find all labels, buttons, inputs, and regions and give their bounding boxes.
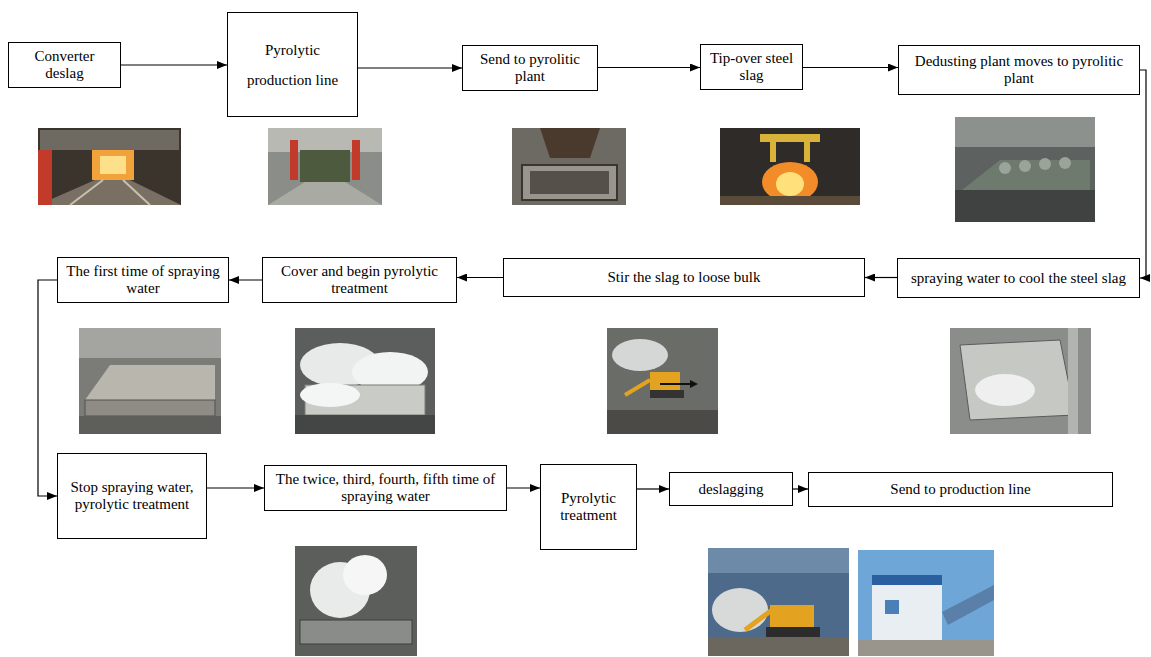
photo <box>708 548 849 656</box>
flow-arrow <box>1140 70 1146 278</box>
photo <box>720 128 860 205</box>
box-label: spraying water to cool the steel slag <box>911 270 1126 287</box>
box-label: Pyrolytic production line <box>232 35 353 95</box>
photo <box>607 328 718 434</box>
box-label: Cover and begin pyrolytic treatment <box>271 263 448 297</box>
photo <box>295 546 417 656</box>
photo <box>512 128 626 205</box>
process-box: Stop spraying water, pyrolytic treatment <box>57 453 207 539</box>
process-box: Dedusting plant moves to pyrolitic plant <box>898 45 1140 95</box>
process-box: The twice, third, fourth, fifth time of … <box>264 465 507 511</box>
box-label: Tip-over steel slag <box>709 50 794 84</box>
process-box: Pyrolytic treatment <box>540 464 637 550</box>
flow-arrow <box>637 488 669 489</box>
photo <box>955 117 1095 222</box>
flow-arrow <box>121 64 227 65</box>
process-box: Cover and begin pyrolytic treatment <box>262 257 457 303</box>
photo <box>268 128 382 205</box>
photo <box>858 550 994 656</box>
box-label: Pyrolytic treatment <box>549 490 628 524</box>
box-label: Dedusting plant moves to pyrolitic plant <box>907 53 1131 87</box>
flow-arrow <box>598 67 700 68</box>
box-label: Send to pyrolitic plant <box>471 51 589 85</box>
process-box: Stir the slag to loose bulk <box>503 258 865 297</box>
box-label: Converter deslag <box>17 48 112 82</box>
process-box: The first time of spraying water <box>57 257 229 303</box>
process-box: deslagging <box>669 472 793 506</box>
process-box: Send to production line <box>808 472 1113 507</box>
process-box: Send to pyrolitic plant <box>462 45 598 91</box>
process-box: Converter deslag <box>8 42 121 88</box>
box-label: deslagging <box>699 481 764 498</box>
process-box: spraying water to cool the steel slag <box>897 258 1140 298</box>
photo <box>950 328 1091 434</box>
process-box: Pyrolytic production line <box>227 12 358 117</box>
box-label: Stop spraying water, pyrolytic treatment <box>66 479 198 513</box>
box-label: The twice, third, fourth, fifth time of … <box>273 471 498 505</box>
flow-arrow <box>865 277 897 278</box>
flow-arrow <box>207 487 264 488</box>
box-label: Send to production line <box>890 481 1030 498</box>
photo <box>295 328 435 434</box>
flow-arrow <box>358 67 462 68</box>
flow-arrow <box>507 487 540 488</box>
box-label: Stir the slag to loose bulk <box>608 269 761 286</box>
flow-arrow <box>793 488 808 489</box>
photo <box>38 128 181 205</box>
flow-arrow <box>803 67 898 68</box>
box-label: The first time of spraying water <box>66 263 220 297</box>
photo <box>79 328 221 434</box>
process-box: Tip-over steel slag <box>700 44 803 90</box>
flow-arrow <box>38 280 57 496</box>
flow-arrow <box>457 277 503 278</box>
flow-arrow <box>229 279 262 280</box>
